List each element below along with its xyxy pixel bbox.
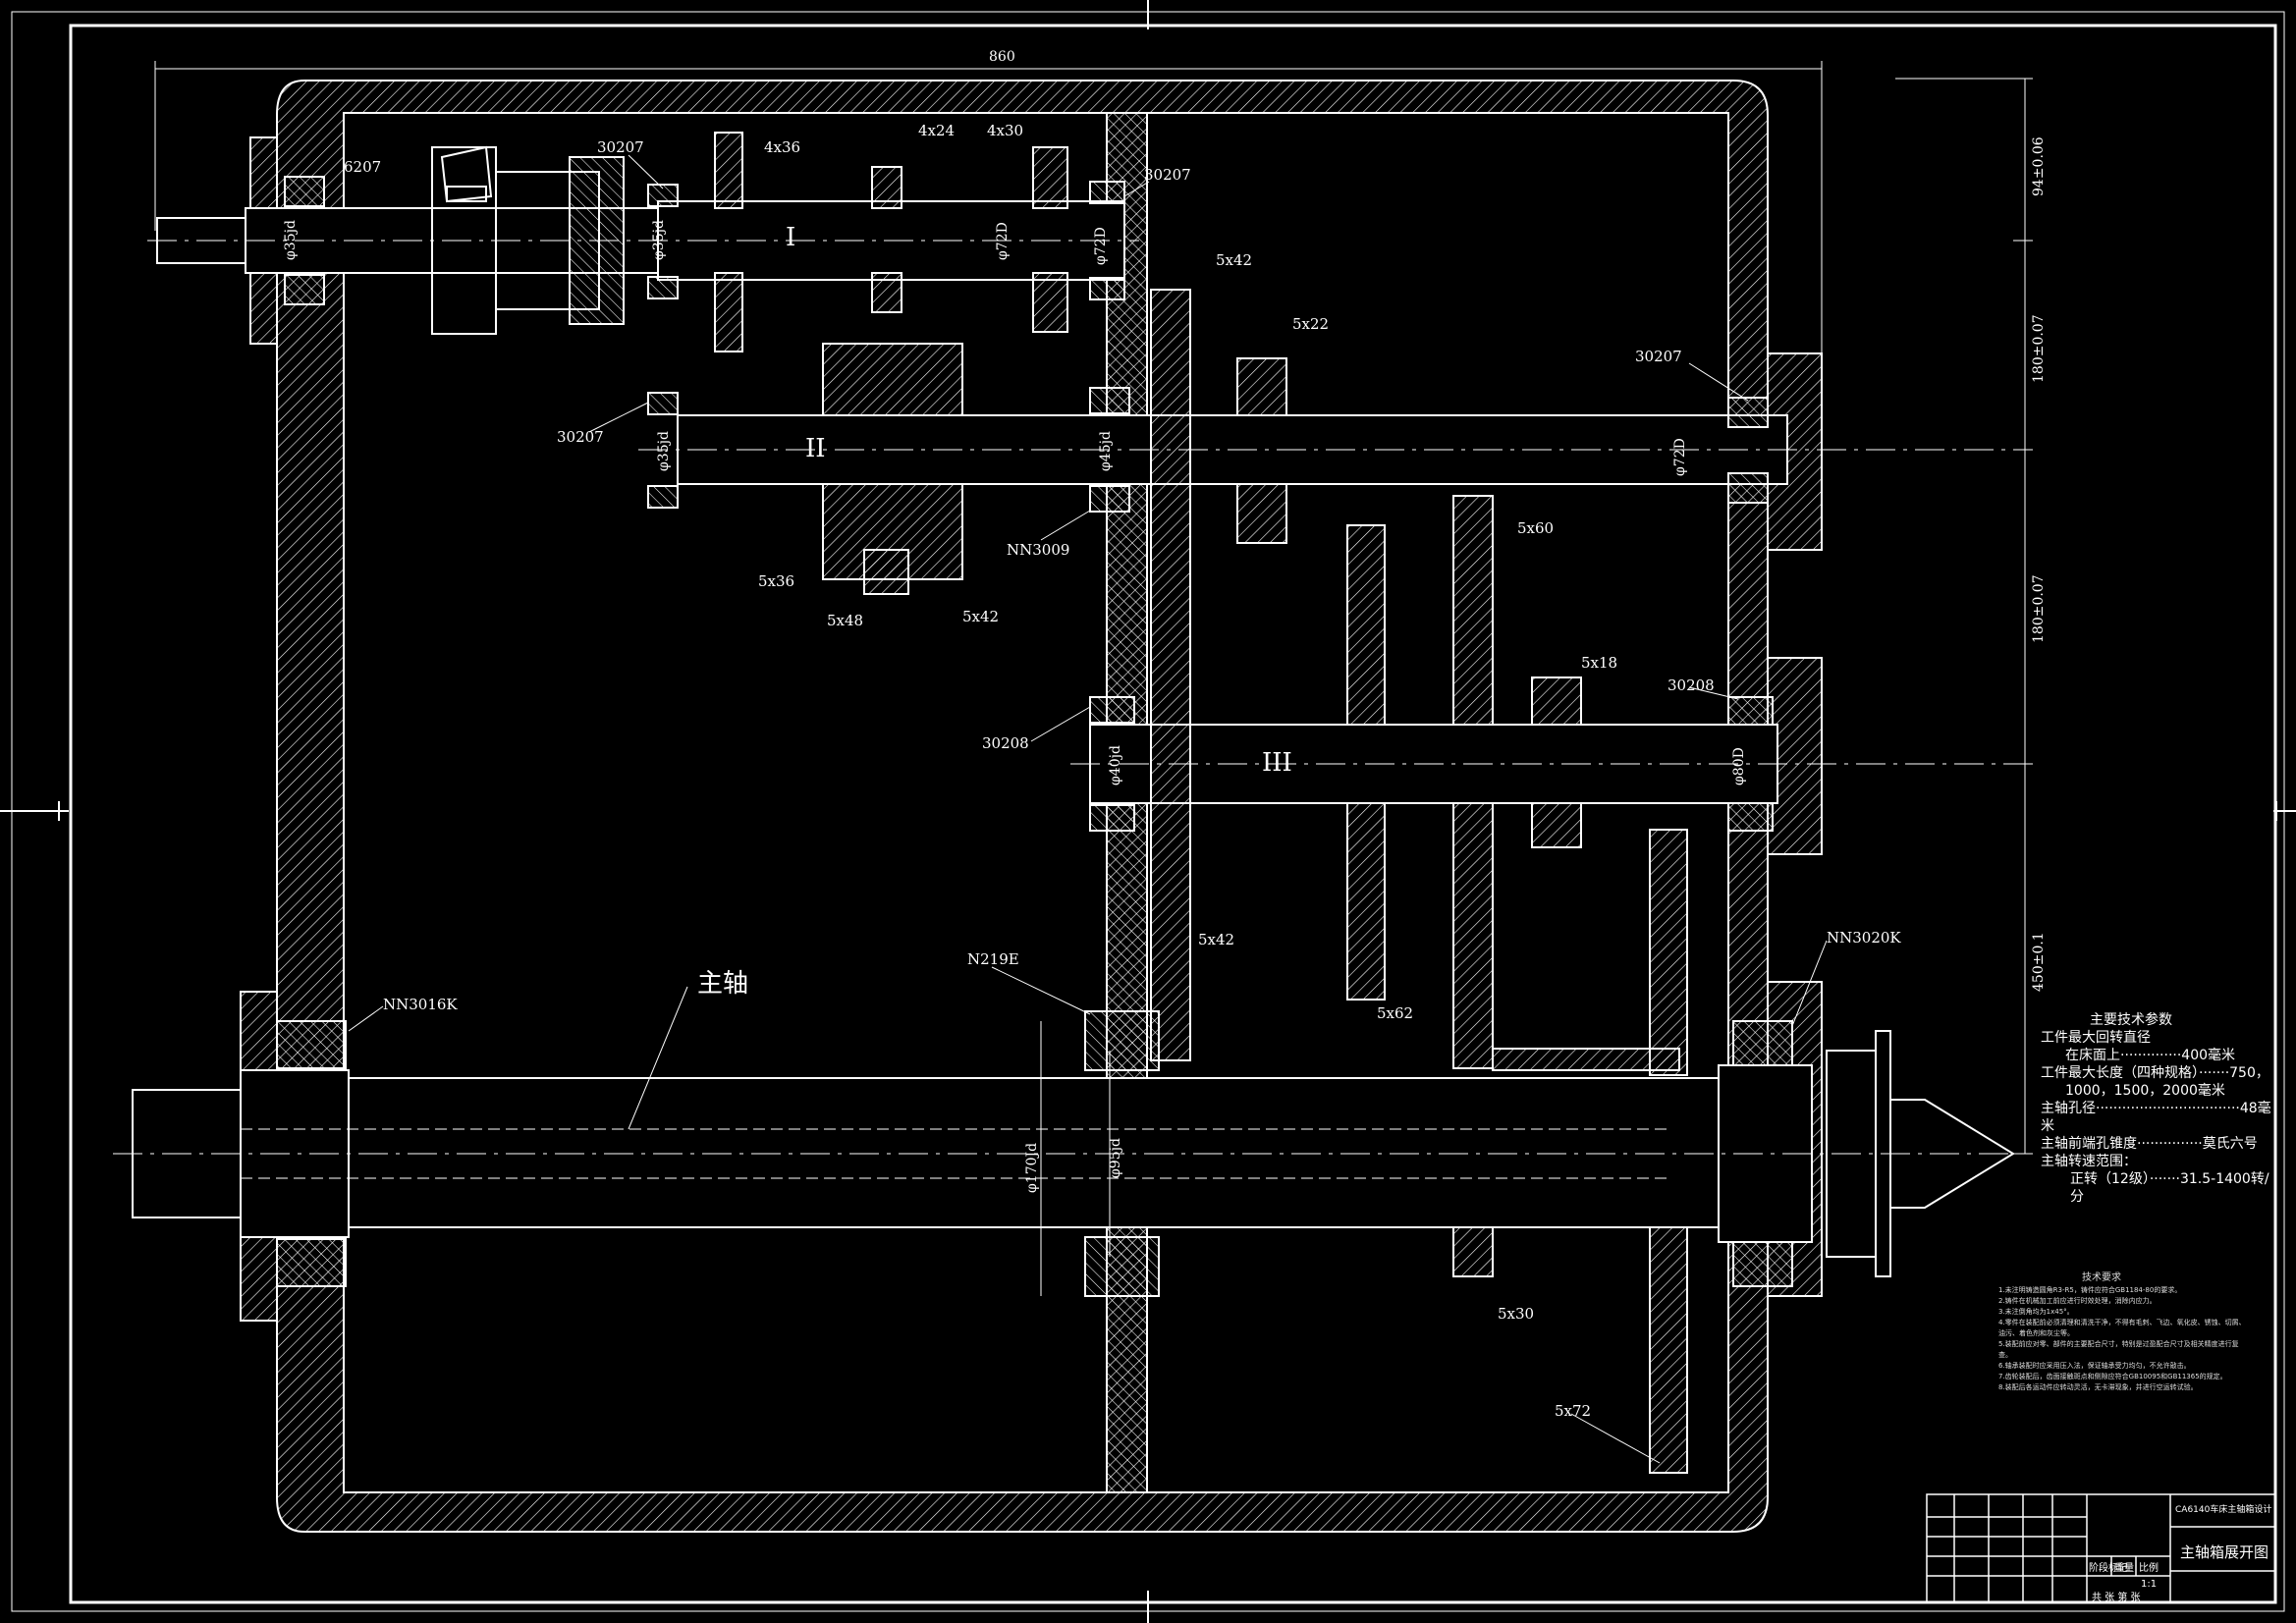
dia-in3: φ72D	[1093, 227, 1109, 265]
dia-sp1: φ170Jd	[1024, 1143, 1040, 1193]
shaft-label-i: I	[786, 223, 795, 252]
shaft-label-iii: III	[1262, 748, 1292, 778]
gear-5x18: 5x18	[1581, 654, 1617, 672]
dia-s3a: φ40jd	[1108, 745, 1123, 785]
dim-180a: 180±0.07	[2031, 314, 2047, 383]
gear-4x30: 4x30	[987, 122, 1023, 139]
dim-94: 94±0.06	[2031, 136, 2047, 196]
param-line: 在床面上··············400毫米	[2065, 1048, 2236, 1063]
bearing-30207-a: 30207	[597, 138, 644, 156]
bearing-30208-a: 30208	[982, 734, 1029, 752]
dia-s2b: φ45jd	[1098, 431, 1114, 471]
gear-5x42-c: 5x42	[1198, 931, 1234, 948]
gear-5x72: 5x72	[1555, 1402, 1591, 1420]
bearing-nn3009: NN3009	[1007, 541, 1069, 559]
main-parameters-title: 主要技术参数	[2090, 1012, 2172, 1028]
param-line: 主轴前端孔锥度···············莫氏六号	[2041, 1136, 2258, 1152]
dim-overall-width: 860	[989, 49, 1015, 65]
main-parameters: 主要技术参数 工件最大回转直径 在床面上··············400毫米 …	[2041, 1011, 2281, 1206]
tech-req-item: 8.装配后各运动件应转动灵活，无卡滞现象，并进行空运转试验。	[1998, 1383, 2198, 1391]
dia-s3b: φ80D	[1731, 747, 1747, 785]
param-line: 主轴孔径·································48毫…	[2041, 1101, 2271, 1134]
title-block	[1926, 1493, 2276, 1603]
technical-requirements: 技术要求 1.未注明铸造圆角R3-R5，铸件应符合GB1184-80的要求。 2…	[1998, 1272, 2249, 1393]
clutch-assembly	[431, 145, 625, 335]
dimension-lines	[154, 61, 2033, 1296]
dia-s2c: φ72D	[1672, 438, 1688, 476]
gear-5x36: 5x36	[758, 572, 794, 590]
bearing-6207: 6207	[344, 158, 381, 176]
bearing-30207-d: 30207	[1635, 348, 1682, 365]
tech-req-title: 技术要求	[2082, 1272, 2121, 1283]
tech-req-item: 4.零件在装配前必须清理和清洗干净，不得有毛刺、飞边、氧化皮、锈蚀、切屑、油污、…	[1998, 1319, 2246, 1337]
dia-in2: φ72D	[995, 222, 1011, 260]
spindle	[113, 1030, 2033, 1277]
title-block-header-stage: 阶段标记	[2089, 1563, 2128, 1574]
gear-5x42-a: 5x42	[1216, 251, 1252, 269]
shafts	[113, 200, 2033, 1277]
bearing-30207-b: 30207	[1144, 166, 1191, 184]
param-line: 工件最大回转直径	[2041, 1030, 2151, 1046]
title-block-header-scale: 比例	[2139, 1563, 2159, 1574]
shaft-iii	[1070, 724, 2033, 804]
bearing-30207-c: 30207	[557, 428, 604, 446]
param-line: 工件最大长度（四种规格）·······750，	[2041, 1065, 2269, 1081]
dia-s2a: φ35jd	[656, 431, 672, 471]
dia-sp2: φ95jd	[1108, 1138, 1123, 1178]
title-block-title: 主轴箱展开图	[2180, 1543, 2269, 1561]
title-block-project: CA6140车床主轴箱设计	[2175, 1505, 2272, 1515]
title-block-header-weight: 重量	[2114, 1563, 2134, 1574]
leader-lines	[348, 154, 1828, 1464]
tech-req-item: 7.齿轮装配后，齿面接触斑点和侧隙应符合GB10095和GB11365的规定。	[1998, 1373, 2227, 1380]
gear-5x30: 5x30	[1498, 1305, 1534, 1323]
bearing-30208-b: 30208	[1667, 676, 1715, 694]
bearings	[276, 176, 1793, 1297]
param-line: 主轴转速范围：	[2041, 1154, 2137, 1169]
dim-180b: 180±0.07	[2031, 574, 2047, 643]
shaft-ii	[638, 414, 2033, 485]
gear-4x36: 4x36	[764, 138, 800, 156]
shaft-label-ii: II	[805, 434, 826, 463]
gears	[714, 132, 1688, 1474]
spindle-label: 主轴	[697, 969, 748, 999]
param-line: 1000，1500，2000毫米	[2065, 1083, 2225, 1099]
dim-450: 450±0.1	[2031, 932, 2047, 992]
title-block-scale: 1:1	[2141, 1579, 2158, 1590]
tech-req-item: 2.铸件在机械加工前应进行时效处理，消除内应力。	[1998, 1297, 2157, 1305]
bearing-nn3016k: NN3016K	[383, 996, 458, 1013]
housing	[240, 80, 1823, 1533]
dia-in1: φ35jd	[651, 220, 667, 260]
bearing-nn3020k: NN3020K	[1827, 929, 1901, 947]
gear-5x42-b: 5x42	[962, 608, 999, 625]
title-block-sheet: 共 张 第 张	[2092, 1593, 2141, 1603]
dia-in4: φ35jd	[283, 220, 299, 260]
gear-5x60: 5x60	[1517, 519, 1554, 537]
bearing-n219e: N219E	[967, 950, 1019, 968]
gear-5x22: 5x22	[1292, 315, 1329, 333]
gear-4x24: 4x24	[918, 122, 955, 139]
tech-req-item: 1.未注明铸造圆角R3-R5，铸件应符合GB1184-80的要求。	[1998, 1286, 2182, 1294]
tech-req-item: 3.未注倒角均为1x45°。	[1998, 1308, 2074, 1316]
gear-5x62: 5x62	[1377, 1004, 1413, 1022]
tech-req-item: 5.装配前应对零、部件的主要配合尺寸，特别是过盈配合尺寸及相关精度进行复查。	[1998, 1340, 2239, 1359]
gear-5x48: 5x48	[827, 612, 863, 629]
tech-req-item: 6.轴承装配时应采用压入法，保证轴承受力均匀，不允许敲击。	[1998, 1362, 2191, 1370]
param-line: 正转（12级）·······31.5-1400转/分	[2070, 1171, 2269, 1205]
